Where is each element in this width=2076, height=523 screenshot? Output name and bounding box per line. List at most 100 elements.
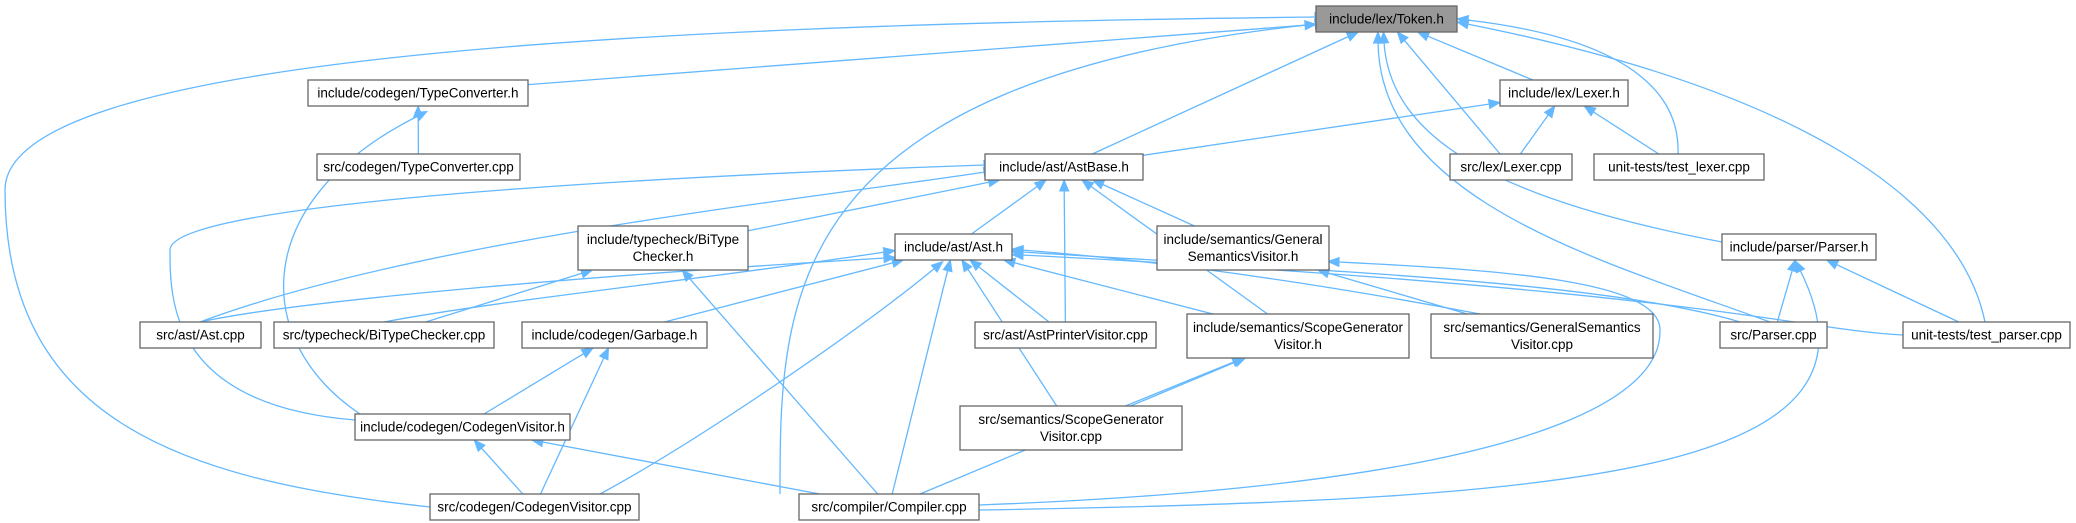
node-bitype-h[interactable]: include/typecheck/BiTypeChecker.h <box>577 225 749 271</box>
node-box <box>798 493 980 521</box>
node-ast-h[interactable]: include/ast/Ast.h <box>894 233 1013 261</box>
node-label: include/semantics/General <box>1163 232 1322 247</box>
edge-line <box>1466 19 1679 155</box>
arrowhead-icon <box>1345 31 1360 42</box>
node-box <box>894 233 1013 261</box>
node-box <box>273 321 495 349</box>
node-codegen-h[interactable]: include/codegen/CodegenVisitor.h <box>354 413 571 441</box>
node-parser-h[interactable]: include/parser/Parser.h <box>1721 233 1877 261</box>
edge-line <box>1063 190 1067 323</box>
edge-typeconv_h-to-token <box>527 19 1318 86</box>
edge-line <box>383 251 886 323</box>
arrowhead-icon <box>1455 19 1470 30</box>
edge-line <box>169 164 986 421</box>
node-label: include/semantics/ScopeGenerator <box>1193 320 1404 335</box>
node-label: src/codegen/CodegenVisitor.cpp <box>437 500 631 515</box>
edge-lexer_h-to-token <box>1416 31 1534 81</box>
node-label: src/lex/Lexer.cpp <box>1460 160 1561 175</box>
arrowhead-icon <box>1416 31 1431 42</box>
arrowhead-icon <box>961 258 973 273</box>
nodes-layer: include/lex/Token.h include/codegen/TypeC… <box>139 5 2071 521</box>
edge-astprinter_cpp-to-astbase_h <box>1058 178 1070 323</box>
node-test-lexer[interactable]: unit-tests/test_lexer.cpp <box>1593 153 1765 181</box>
node-codegen-cpp[interactable]: src/codegen/CodegenVisitor.cpp <box>429 493 640 521</box>
node-label: src/ast/Ast.cpp <box>156 328 245 343</box>
node-test-parser[interactable]: unit-tests/test_parser.cpp <box>1902 321 2071 349</box>
edge-line <box>1836 264 1960 323</box>
arrowhead-icon <box>1080 179 1095 191</box>
edge-parser_cpp-to-token <box>1372 30 1771 323</box>
arrowhead-icon <box>1010 249 1024 261</box>
node-lexer-cpp[interactable]: src/lex/Lexer.cpp <box>1449 153 1573 181</box>
node-box <box>1902 321 2071 349</box>
node-box <box>577 225 749 271</box>
edge-ast_h-to-astbase_h <box>971 179 1048 235</box>
node-token[interactable]: include/lex/Token.h <box>1315 5 1458 33</box>
edge-line <box>282 115 419 415</box>
edge-test_lexer-to-lexer_h <box>1583 105 1660 155</box>
edge-codegen_cpp-to-garbage_h <box>539 346 610 495</box>
edge-lexer_cpp-to-token <box>1396 30 1501 155</box>
node-label: src/semantics/GeneralSemantics <box>1443 320 1641 335</box>
node-scopegen-h[interactable]: include/semantics/ScopeGeneratorVisitor.… <box>1186 313 1410 359</box>
node-gensem-cpp[interactable]: src/semantics/GeneralSemanticsVisitor.cp… <box>1430 313 1654 359</box>
node-label: include/typecheck/BiType <box>587 232 739 247</box>
edges-layer <box>4 11 1986 511</box>
node-typeconv-cpp[interactable]: src/codegen/TypeConverter.cpp <box>316 153 521 181</box>
edge-line <box>599 267 936 495</box>
node-compiler-cpp[interactable]: src/compiler/Compiler.cpp <box>798 493 980 521</box>
node-label: SemanticsVisitor.h <box>1188 249 1299 264</box>
node-label: Checker.h <box>633 249 694 264</box>
node-label: include/lex/Token.h <box>1329 12 1444 27</box>
arrowhead-icon <box>942 258 953 273</box>
edge-astprinter_cpp-to-ast_h <box>968 259 1050 323</box>
node-ast-cpp[interactable]: src/ast/Ast.cpp <box>139 321 262 349</box>
node-parser-cpp[interactable]: src/Parser.cpp <box>1719 321 1828 349</box>
arrowhead-icon <box>968 259 983 272</box>
edge-line <box>978 261 1661 506</box>
node-typeconv-h[interactable]: include/codegen/TypeConverter.h <box>307 79 529 107</box>
edge-compiler_cpp-to-gensem_h <box>978 256 1661 506</box>
node-garbage-h[interactable]: include/codegen/Garbage.h <box>521 321 708 349</box>
edge-line <box>483 353 584 415</box>
edge-compiler_cpp-to-codegen_h <box>530 436 820 495</box>
edge-line <box>199 257 886 323</box>
edge-line <box>664 262 893 323</box>
node-label: include/ast/AstBase.h <box>999 160 1129 175</box>
arrowhead-icon <box>414 110 429 122</box>
edge-line <box>1125 361 1234 407</box>
node-box <box>1719 321 1828 349</box>
node-bitype-cpp[interactable]: src/typecheck/BiTypeChecker.cpp <box>273 321 495 349</box>
edge-line <box>978 266 1050 323</box>
arrowhead-icon <box>1583 105 1597 117</box>
node-label: src/codegen/TypeConverter.cpp <box>323 160 514 175</box>
node-astprinter-cpp[interactable]: src/ast/AstPrinterVisitor.cpp <box>974 321 1157 349</box>
node-box <box>139 321 262 349</box>
edge-line <box>978 269 1820 511</box>
node-label: src/compiler/Compiler.cpp <box>811 500 966 515</box>
arrowhead-icon <box>1794 259 1806 274</box>
node-label: src/Parser.cpp <box>1730 328 1816 343</box>
node-lexer-h[interactable]: include/lex/Lexer.h <box>1499 79 1629 107</box>
node-gensem-h[interactable]: include/semantics/GeneralSemanticsVisito… <box>1156 225 1330 271</box>
node-box <box>1449 153 1573 181</box>
node-box <box>1593 153 1765 181</box>
edge-bitype_cpp-to-bitype_h <box>425 268 594 323</box>
edge-gensem_h-to-astbase_h <box>1091 179 1195 227</box>
edge-codegen_cpp-to-ast_h <box>599 260 944 495</box>
edge-line <box>527 24 1306 86</box>
node-box <box>1156 225 1330 271</box>
node-label: include/codegen/Garbage.h <box>532 328 698 343</box>
node-label: Visitor.cpp <box>1511 337 1573 352</box>
node-box <box>959 405 1183 451</box>
node-label: unit-tests/test_lexer.cpp <box>1608 160 1750 175</box>
node-box <box>354 413 571 441</box>
node-box <box>984 153 1144 181</box>
arrowhead-icon <box>1091 179 1106 190</box>
node-box <box>307 79 529 107</box>
node-label: Visitor.cpp <box>1040 429 1102 444</box>
edge-parser_h-to-token <box>1378 30 1723 243</box>
node-astbase-h[interactable]: include/ast/AstBase.h <box>984 153 1144 181</box>
node-label: include/codegen/CodegenVisitor.h <box>360 420 565 435</box>
